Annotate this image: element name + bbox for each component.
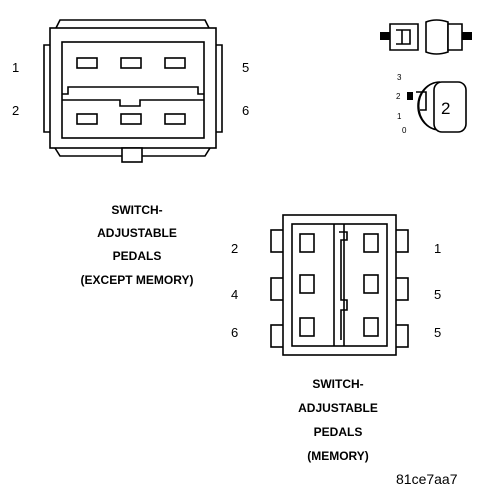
bottom-terminal-6	[299, 317, 315, 337]
top-pin-label-1: 1	[12, 60, 19, 75]
top-terminal-6	[164, 113, 186, 125]
bottom-pin-label-1: 1	[434, 241, 441, 256]
bottom-caption-line-2: ADJUSTABLE	[298, 401, 378, 415]
bottom-terminal-2	[299, 233, 315, 253]
bottom-caption-line-4: (MEMORY)	[307, 449, 369, 463]
key-pos-label-1: 1	[397, 112, 402, 121]
top-terminal-4	[120, 113, 142, 125]
bottom-pin-label-2: 2	[231, 241, 238, 256]
key-pos-label-0: 0	[402, 126, 407, 135]
bottom-caption-line-1: SWITCH-	[312, 377, 363, 391]
connector-plug-icon	[380, 19, 472, 55]
bottom-pin-label-5b: 5	[434, 325, 441, 340]
bottom-pin-label-6: 6	[231, 325, 238, 340]
top-terminal-3	[120, 57, 142, 69]
top-pin-label-5: 5	[242, 60, 249, 75]
key-number: 2	[441, 99, 450, 118]
top-terminal-5	[164, 57, 186, 69]
top-caption-line-4: (EXCEPT MEMORY)	[81, 273, 194, 287]
bottom-connector	[270, 214, 409, 356]
key-pos-label-2: 2	[396, 92, 401, 101]
bottom-terminal-1	[363, 233, 379, 253]
key-position-icon	[407, 81, 467, 133]
top-pin-label-2: 2	[12, 103, 19, 118]
bottom-terminal-5	[363, 317, 379, 337]
bottom-pin-label-5a: 5	[434, 287, 441, 302]
key-pos-label-3: 3	[397, 73, 402, 82]
top-caption-line-1: SWITCH-	[111, 203, 162, 217]
bottom-caption-line-3: PEDALS	[314, 425, 363, 439]
top-terminal-2	[76, 113, 98, 125]
top-caption-line-3: PEDALS	[113, 249, 162, 263]
bottom-terminal-4	[299, 274, 315, 294]
top-pin-label-6: 6	[242, 103, 249, 118]
top-connector	[43, 19, 223, 163]
bottom-pin-label-4: 4	[231, 287, 238, 302]
top-terminal-1	[76, 57, 98, 69]
bottom-terminal-3	[363, 274, 379, 294]
figure-code: 81ce7aa7	[396, 471, 458, 487]
top-caption-line-2: ADJUSTABLE	[97, 226, 177, 240]
